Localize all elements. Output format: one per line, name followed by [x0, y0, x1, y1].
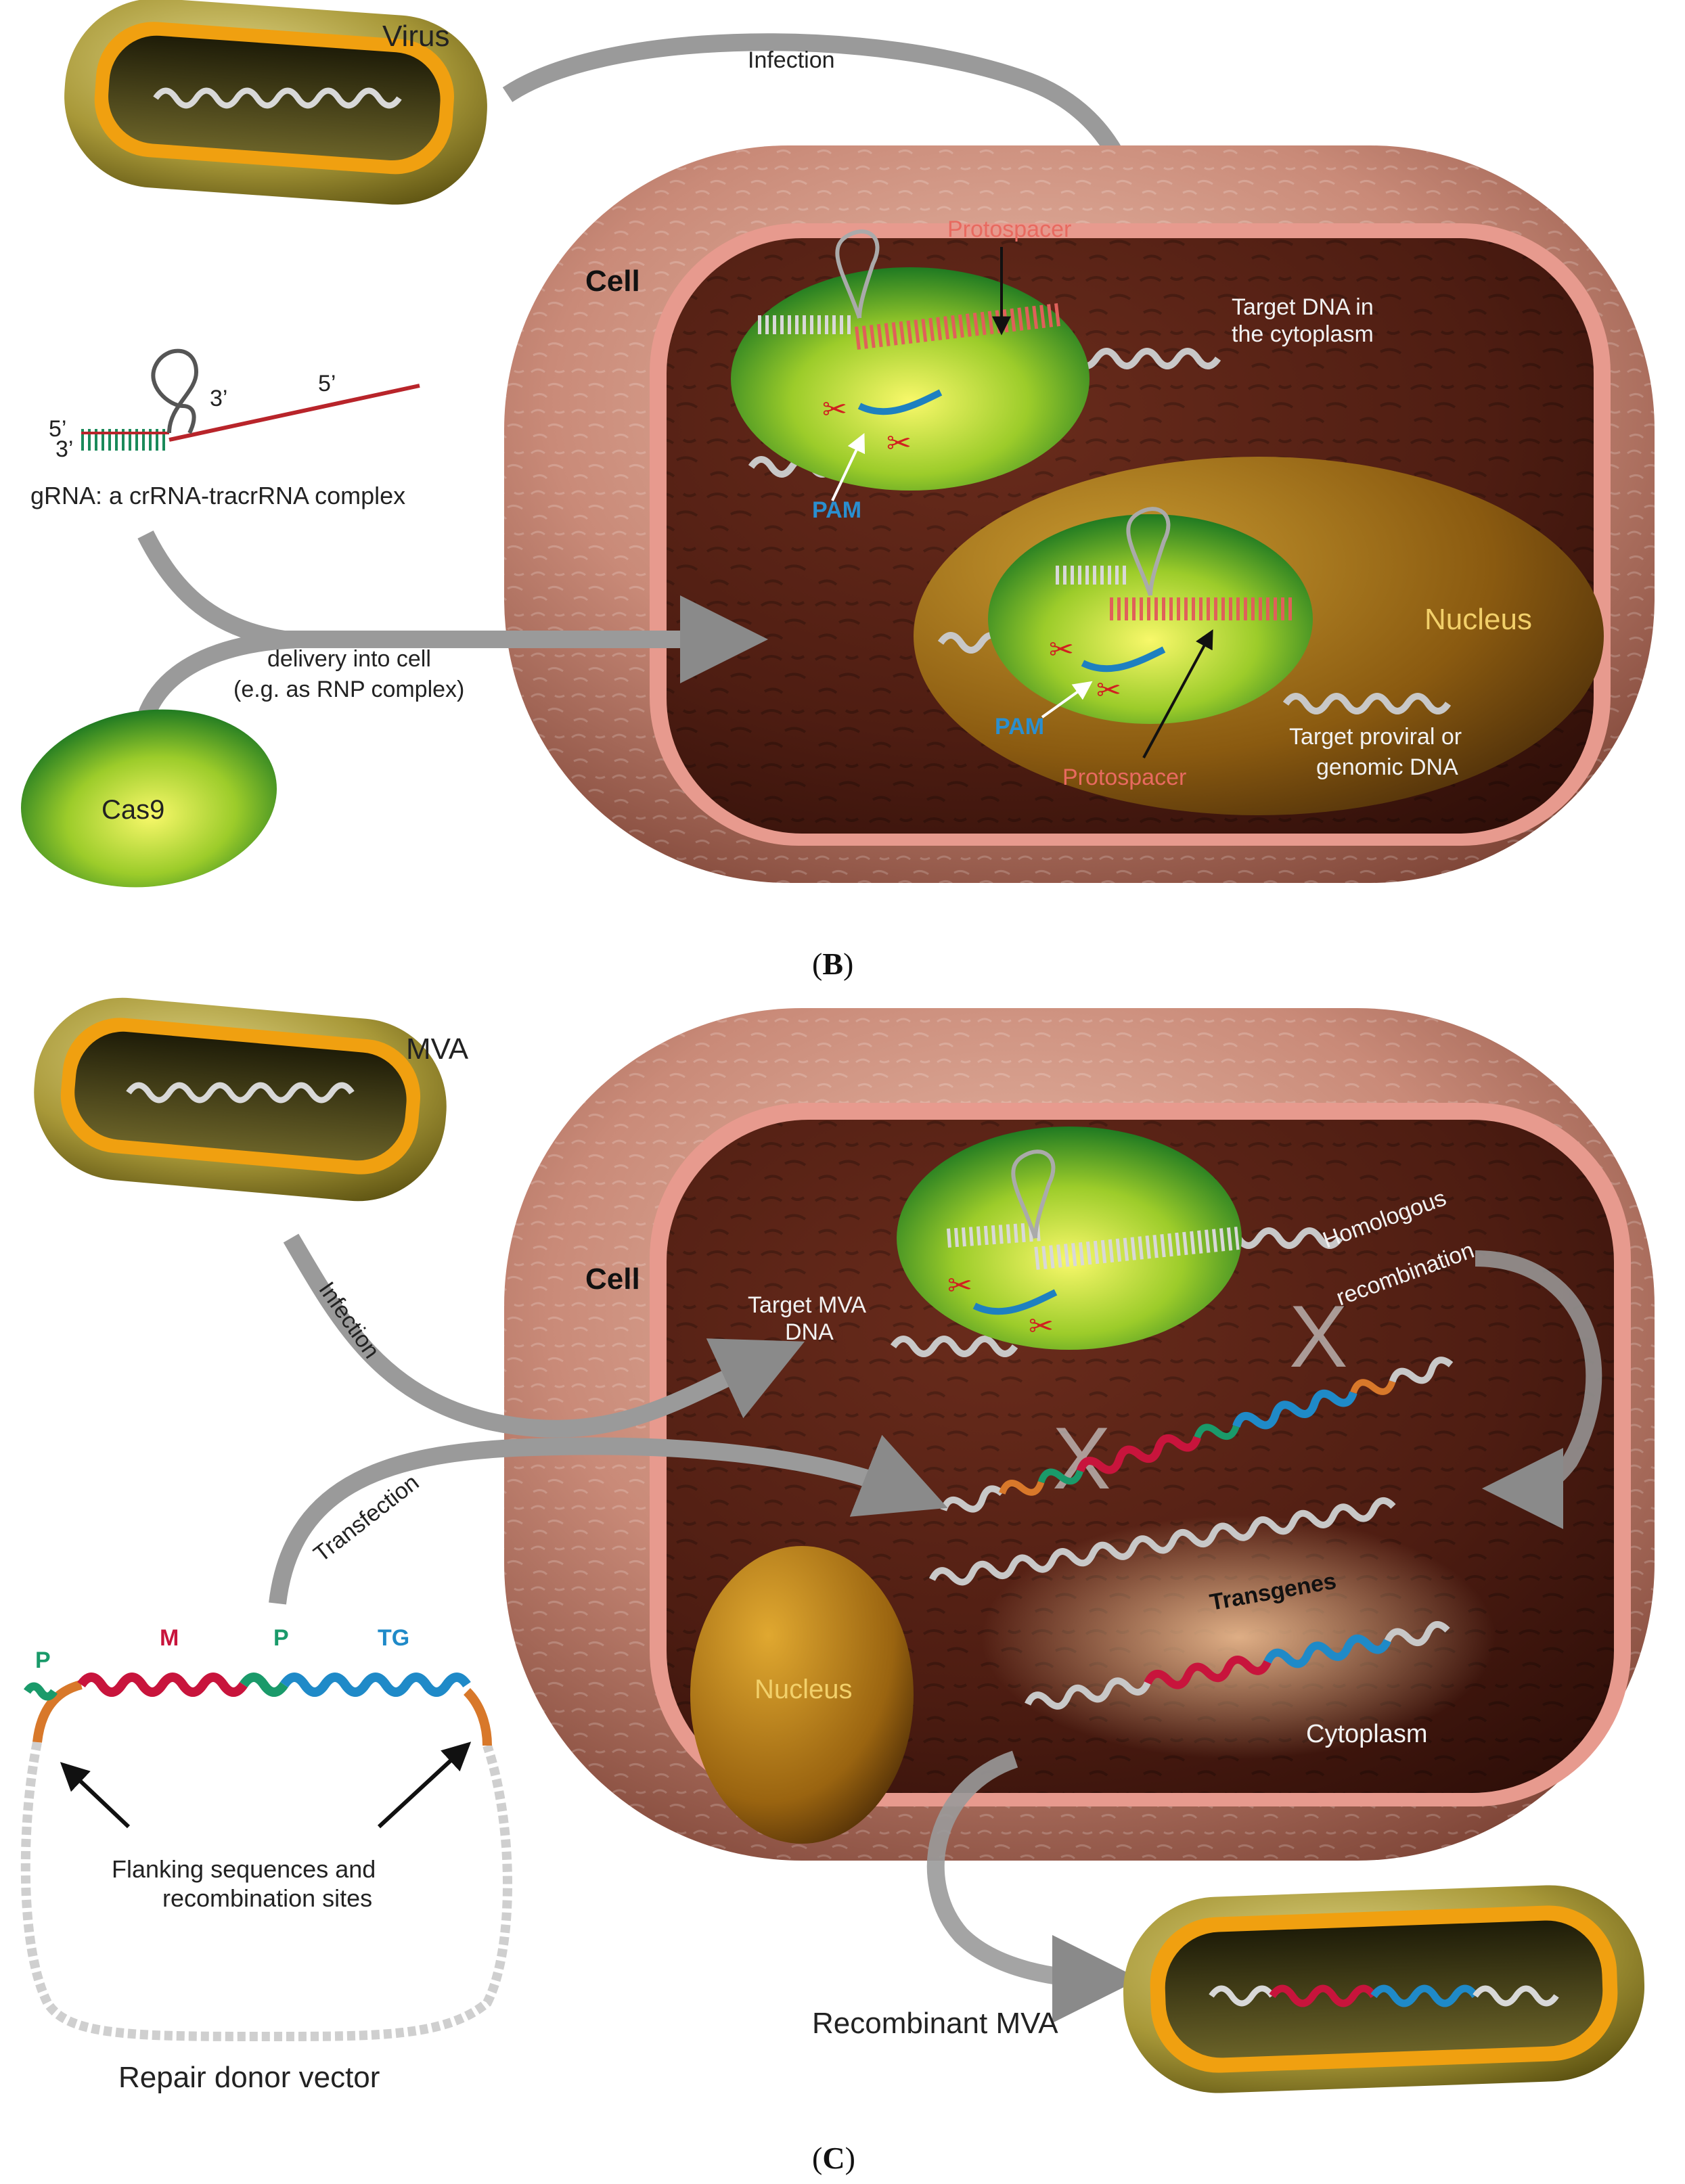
repair-donor-vector [20, 1673, 512, 2041]
delivery-label-line1: delivery into cell [267, 646, 431, 672]
flanking-arrow-right [377, 1742, 472, 1829]
cas9-label: Cas9 [102, 795, 164, 825]
cas9-complex-nucleus: ✂ ✂ [937, 507, 1452, 724]
pam-pointer-top [831, 432, 866, 501]
nucleus-label-c: Nucleus [755, 1675, 853, 1704]
caption-c: (C) [812, 2141, 855, 2175]
infection-label-c: Infection [313, 1277, 384, 1363]
target-proviral-line2: genomic DNA [1316, 754, 1458, 780]
grna-hairpin-icon [151, 348, 199, 434]
cytoplasm-label: Cytoplasm [1306, 1720, 1428, 1748]
target-mva-line2: DNA [785, 1319, 834, 1345]
nucleus-label-b: Nucleus [1424, 603, 1532, 636]
recombinant-mva-label: Recombinant MVA [812, 2007, 1058, 2040]
protospacer-label-nucleus: Protospacer [1062, 765, 1186, 790]
cell-label-c: Cell [585, 1262, 640, 1296]
p-left-label: P [35, 1647, 51, 1673]
target-dna-label-line1: Target DNA in [1232, 294, 1374, 320]
flanking-arrow-left [60, 1762, 131, 1829]
crossover-x-icon: X [1289, 1287, 1348, 1386]
grna-loop-icon [835, 229, 880, 319]
cas9-complex-c: ✂ ✂ [890, 1127, 1343, 1357]
panel-b: Virus Infection Cell ✂ ✂ Protospacer Tar… [20, 0, 1655, 981]
grna-complex [81, 348, 420, 451]
mva-label: MVA [406, 1032, 469, 1066]
delivery-label-line2: (e.g. as RNP complex) [233, 677, 464, 702]
grna-loop-icon [1126, 507, 1171, 596]
tg-label: TG [378, 1625, 409, 1651]
grna-3-left: 3’ [55, 436, 73, 462]
grna-caption: gRNA: a crRNA-tracrRNA complex [30, 482, 405, 509]
virus-label: Virus [382, 20, 449, 53]
target-dna-label-line2: the cytoplasm [1232, 321, 1374, 347]
mva-particle [34, 997, 447, 1202]
target-proviral-line1: Target proviral or [1289, 724, 1462, 750]
scissors-icon: ✂ [822, 393, 847, 426]
recombinant-dna [1025, 1621, 1450, 1710]
caption-b: (B) [812, 947, 853, 981]
nucleus-c [690, 1546, 914, 1844]
infection-label: Infection [748, 47, 835, 73]
donor-dna-in-cell [940, 1357, 1454, 1513]
cas9-protein [20, 709, 277, 888]
scissors-icon: ✂ [886, 427, 912, 460]
virus-particle [64, 0, 487, 205]
grna-loop-icon [1011, 1150, 1056, 1239]
grna-5-right: 5’ [318, 371, 336, 396]
protospacer-pointer-nucleus [1142, 629, 1213, 758]
panel-c: MVA Cell Infection ✂ ✂ Target MVA DNA [20, 997, 1655, 2175]
recombinant-arrow [926, 1750, 1140, 2023]
p-mid-label: P [273, 1625, 289, 1651]
scissors-icon: ✂ [1029, 1310, 1054, 1343]
pam-label-nucleus: PAM [995, 714, 1044, 740]
scissors-icon: ✂ [1096, 674, 1121, 707]
cell-label-b: Cell [585, 265, 640, 298]
pam-label-top: PAM [812, 497, 861, 523]
mva-dna [126, 1082, 355, 1104]
scissors-icon: ✂ [947, 1269, 972, 1302]
protospacer-label-top: Protospacer [947, 217, 1071, 242]
target-mva-line1: Target MVA [748, 1292, 866, 1318]
viral-dna [153, 87, 402, 109]
scissors-icon: ✂ [1049, 633, 1074, 666]
target-dna-line [928, 1497, 1396, 1586]
repair-donor-label: Repair donor vector [118, 2061, 380, 2094]
delivery-arrow-lower [137, 631, 298, 721]
infection-arrow-c [283, 1233, 805, 1438]
recombinant-mva-particle [1123, 1885, 1645, 2093]
recombination-arrow [1475, 1250, 1602, 1529]
m-label: M [160, 1625, 179, 1651]
grna-3-loop: 3’ [210, 386, 227, 411]
flanking-label-line2: recombination sites [162, 1884, 372, 1912]
flanking-label-line1: Flanking sequences and [112, 1855, 376, 1883]
grna-5-left: 5’ [49, 416, 66, 442]
pam-pointer-nucleus [1041, 681, 1093, 719]
crossover-x-icon: X [1052, 1409, 1111, 1507]
transfection-arrow [269, 1434, 948, 1605]
